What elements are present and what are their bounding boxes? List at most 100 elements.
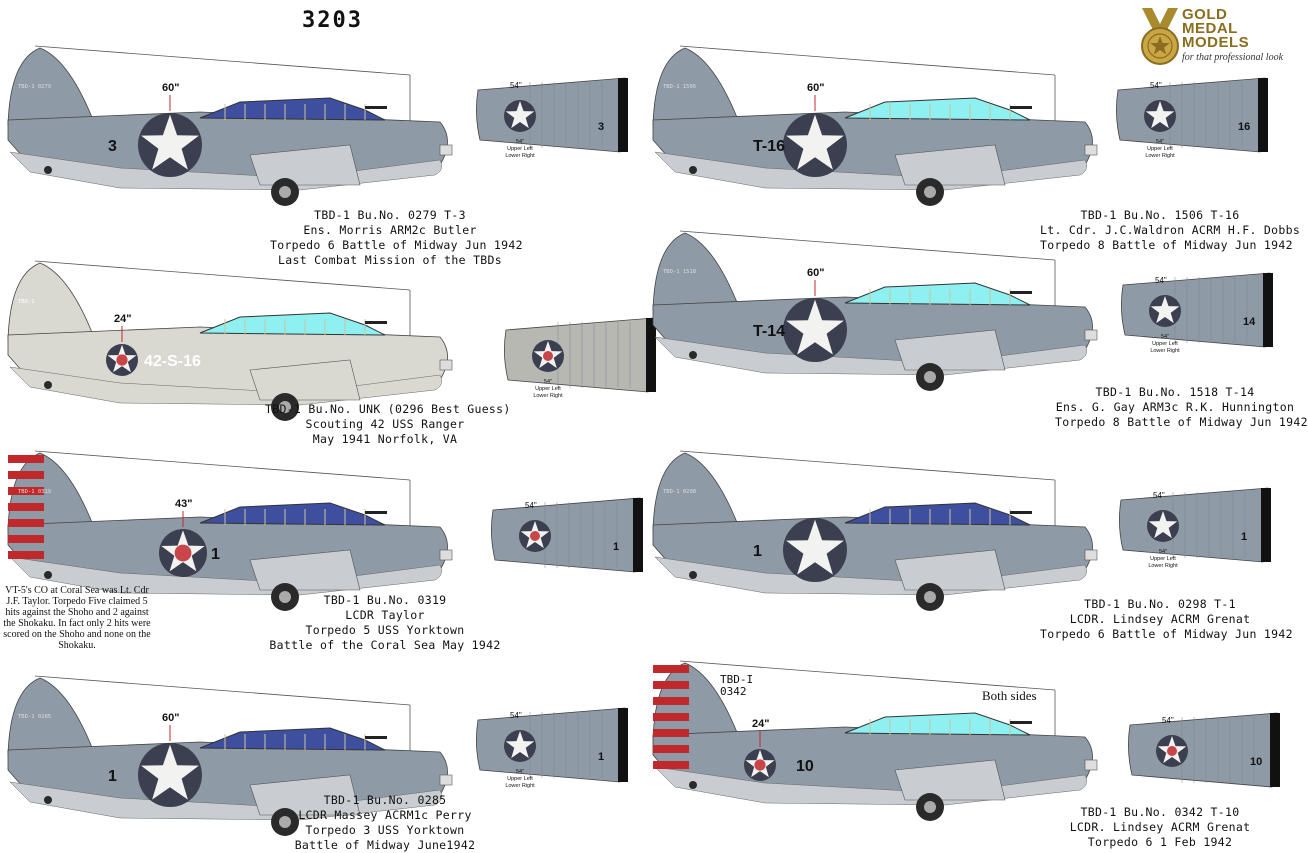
caption-line: LCDR. Lindsey ACRM Grenat: [1069, 820, 1251, 834]
wing-note: 54": [1159, 549, 1167, 555]
caption-line: Torpedo 6 Battle of Midway Jun 1942: [1040, 627, 1293, 641]
fuselage-insignia: [783, 298, 847, 362]
tail-wheel: [689, 166, 697, 174]
aircraft-code: 3: [108, 138, 117, 155]
tail-number: TBD-1 0298: [663, 489, 696, 495]
wing-size-label: 54": [1162, 716, 1174, 725]
propeller-hub: [1084, 549, 1098, 561]
tail-fin: [7, 677, 96, 756]
canopy: [844, 97, 1031, 121]
aircraft-profile-t10: 24"10: [652, 660, 1098, 821]
logo-line3: MODELS: [1182, 34, 1250, 51]
wing-note: Lower Right: [533, 393, 563, 399]
tail-number: TBD-1: [18, 299, 35, 305]
tail-number: TBD-1 1518: [663, 269, 696, 275]
wing-code: 1: [613, 541, 619, 553]
caption-line: May 1941 Norfolk, VA: [312, 432, 458, 446]
wing-note: 54": [544, 379, 552, 385]
caption-line: Battle of Midway June1942: [294, 838, 476, 852]
wing-size-label: 54": [1155, 276, 1167, 285]
propeller-hub: [1084, 759, 1098, 771]
wing-size-label: 54": [510, 81, 522, 90]
wing-code: 14: [1243, 316, 1256, 328]
propeller-hub: [439, 549, 453, 561]
logo-tagline: for that professional look: [1182, 52, 1284, 63]
aircraft-code: T-14: [753, 323, 785, 340]
fuselage-insignia: [783, 113, 847, 177]
caption-line: Ens. G. Gay ARM3c R.K. Hunnington: [1055, 400, 1295, 414]
wing-code: 10: [1250, 756, 1262, 768]
caption-line: TBD-1 Bu.No. 1518 T-14: [1095, 385, 1255, 399]
caption-line: TBD-1 Bu.No. UNK (0296 Best Guess): [265, 402, 511, 416]
wing-note: Upper Left: [1150, 556, 1176, 562]
tail-wheel: [689, 781, 697, 789]
wing: [894, 329, 1006, 371]
wing-note: 54": [516, 769, 524, 775]
wing-note: Lower Right: [1150, 348, 1180, 354]
caption-line: LCDR Massey ACRM1c Perry: [298, 808, 472, 822]
insignia-size-label: 60": [162, 82, 179, 94]
tail-number: TBD-1 1506: [663, 84, 696, 90]
caption-line: TBD-1 Bu.No. 0279 T-3: [314, 208, 466, 222]
wing-insignia: [519, 520, 551, 552]
propeller-hub: [439, 359, 453, 371]
wing-note: Lower Right: [505, 783, 535, 789]
propeller-hub: [1084, 329, 1098, 341]
wing-insignia: [532, 340, 564, 372]
tail-fin: [7, 47, 96, 126]
wing-insignia: [1156, 735, 1188, 767]
caption-line: Torpedo 5 USS Yorktown: [305, 623, 465, 637]
wing-note: 54": [516, 139, 524, 145]
both-sides-label: Both sides: [982, 688, 1037, 703]
tail-wheel: [44, 166, 52, 174]
wing-code: 3: [598, 121, 604, 133]
tail-callout: TBD-I 0342: [720, 674, 753, 698]
wing-insignia: [1144, 100, 1176, 132]
tail-number: TBD-1 0319: [18, 489, 51, 495]
canopy: [844, 502, 1031, 526]
wing: [894, 549, 1006, 591]
canopy: [199, 727, 386, 751]
coral-sea-note: VT-5's CO at Coral Sea was Lt. Cdr J.F. …: [3, 585, 151, 651]
canopy: [199, 97, 386, 121]
insignia-size-label: 24": [114, 313, 131, 325]
caption-line: Battle of the Coral Sea May 1942: [269, 638, 501, 652]
wing-note: 54": [1161, 334, 1169, 340]
wing-insignia: [504, 100, 536, 132]
tail-fin: [652, 452, 741, 531]
caption-line: Last Combat Mission of the TBDs: [278, 253, 502, 267]
logo-line2: MEDAL: [1182, 20, 1238, 37]
canopy: [844, 712, 1031, 736]
tail-fin: [7, 262, 96, 341]
tail-number: TBD-1 0285: [18, 714, 51, 720]
wing-size-label: 54": [1150, 81, 1162, 90]
wing-note: Lower Right: [505, 153, 535, 159]
sheet-number: 3203: [302, 8, 363, 33]
caption-line: Torpedo 8 Battle of Midway Jun 1942: [1040, 238, 1293, 252]
insignia-size-label: 60": [162, 712, 179, 724]
wing-size-label: 54": [1153, 491, 1165, 500]
wing-insignia: [504, 730, 536, 762]
tail-wheel: [44, 571, 52, 579]
wing-planform-t1a: 54"1: [491, 497, 643, 573]
tail-fin: [652, 47, 741, 126]
wing: [249, 549, 361, 591]
aircraft-code: 1: [108, 768, 117, 785]
tail-fin: [652, 232, 741, 311]
fuselage-insignia: [138, 743, 202, 807]
aircraft-profile-t1c: 60" 1 TBD-1 0285: [7, 675, 453, 836]
caption-line: LCDR. Lindsey ACRM Grenat: [1069, 612, 1251, 626]
fuselage-insignia: [783, 518, 847, 582]
